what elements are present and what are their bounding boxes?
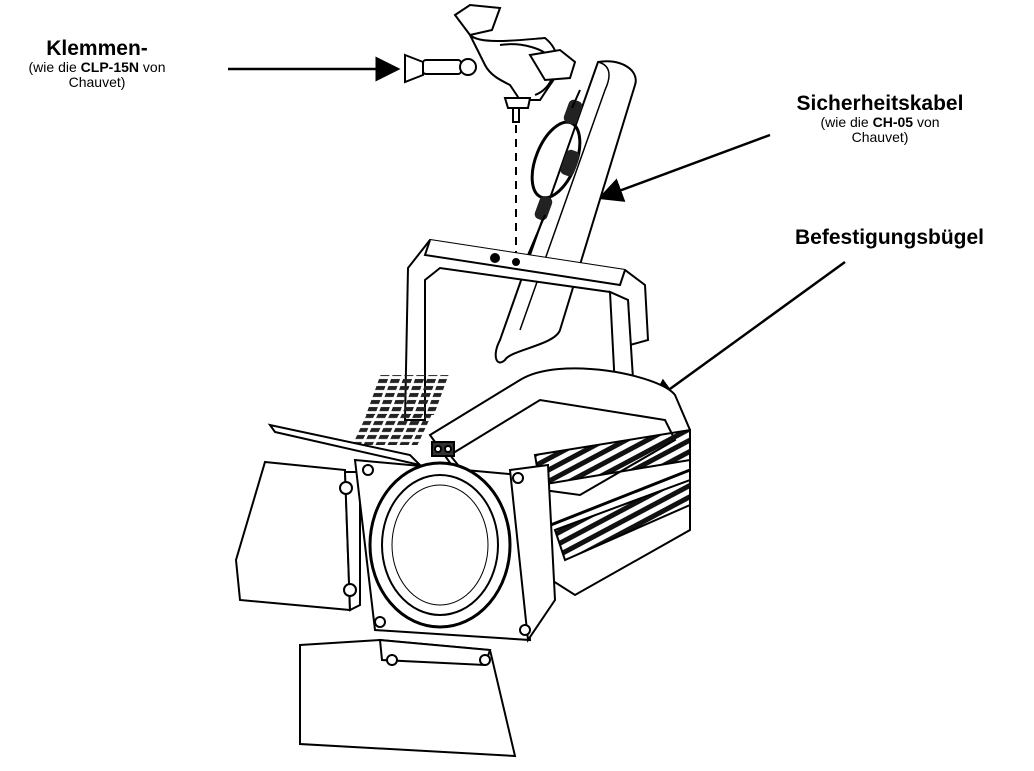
safety-cable-sub-prefix: (wie die [820, 114, 873, 131]
bracket-arrow [649, 260, 846, 404]
clamp-model: CLP-15N [80, 59, 140, 76]
clamp-title: Klemmen- [46, 37, 148, 60]
bracket-callout: Befestigungsbügel [795, 226, 1034, 249]
bracket-title: Befestigungsbügel [795, 226, 985, 249]
safety-cable-subtitle-line2: Chauvet) [851, 128, 909, 145]
safety-cable-callout: Sicherheitskabel (wie die CH-05 von Chau… [770, 92, 990, 145]
fresnel-fixture-body [352, 367, 691, 597]
safety-cable-sub-mid: von [913, 114, 940, 131]
clamp-subtitle: (wie die CLP-15N von [2, 60, 192, 75]
clamp-sub-mid: von [139, 59, 166, 76]
safety-cable-model: CH-05 [872, 114, 914, 131]
safety-cable-arrow [597, 133, 771, 202]
clamp-subtitle-line2: Chauvet) [68, 73, 126, 90]
safety-cable-illustration [494, 60, 637, 364]
safety-cable-subtitle: (wie die CH-05 von [770, 115, 990, 130]
barn-doors [234, 423, 517, 758]
clamp-sub-prefix: (wie die [28, 59, 81, 76]
safety-cable-title: Sicherheitskabel [796, 92, 964, 115]
clamp-callout: Klemmen- (wie die CLP-15N von Chauvet) [2, 37, 192, 90]
lens-assembly [353, 458, 557, 643]
clamp-illustration [404, 3, 577, 123]
